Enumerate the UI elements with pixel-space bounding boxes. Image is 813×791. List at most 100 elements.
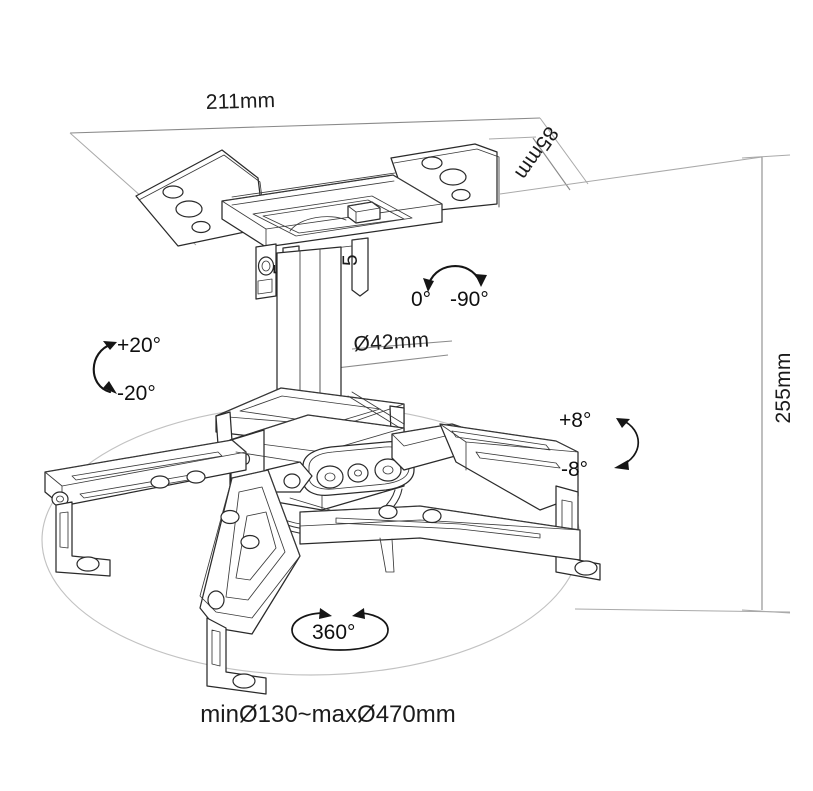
arm-upper-right-slot2 [475,451,561,469]
annotation-rotation-360: 360° [291,608,389,651]
arm-upper-left-top [44,439,247,487]
collar-pivot-pin [257,256,275,276]
rotation-arrow-left [319,608,332,619]
adjustment-hole-right [374,458,402,482]
mount-hole-left-a [162,185,184,199]
label-dim-211: 211mm [205,89,275,114]
plate-lock-tab-top [347,201,381,213]
witness-line-85-bottom [499,156,763,195]
plate-back-rail [231,172,396,198]
label-swivel-minus-90: -90° [450,288,489,311]
arm-upper-left-foot-hole [76,556,100,572]
mount-hole-right-c [451,188,471,202]
spider-arms-group [44,423,601,695]
witness-line-255-bottom-cap [741,609,791,614]
mount-hole-right-b [439,168,467,186]
rotation-arrow-right [352,608,365,619]
ceiling-plate-right-wing-edge [393,148,500,208]
arm-upper-right-slot [451,430,551,451]
rotation-arc-ellipse [291,612,389,651]
locking-tab-right-top [351,237,369,241]
tilt-arrow-bottom [103,381,117,394]
label-tilt-plus-20: +20° [117,334,161,357]
arm-lower-left-foot-slot [211,629,221,667]
yoke-brace-right-2 [347,395,401,429]
tilt-head-assembly [215,387,415,536]
witness-line-211-right [539,117,589,185]
arm-upper-left-foot [55,501,111,577]
label-roll-minus-8: -8° [561,458,588,481]
witness-line-255-bottom [574,608,791,613]
label-swivel-0: 0° [411,288,431,311]
arm-upper-left-screw-a [150,475,170,489]
collar-pivot-pin-inner [261,260,271,272]
collar-slot [257,278,273,295]
ceiling-plate-recess [252,195,413,237]
swivel-arrow-left [423,278,434,292]
mount-hole-left-c [191,220,211,234]
arm-lower-left-pivot [207,590,225,610]
arm-lower-right-rib [379,537,395,573]
mount-hole-left-b [175,200,203,218]
yoke-brace-right [351,391,405,425]
arm-lower-left-top [199,469,301,619]
label-dim-85: 85mm [510,122,563,184]
arm-lower-left-foot [206,617,267,695]
arm-upper-right-main-top [439,423,579,453]
arm-lower-right-top [299,505,581,531]
arm-upper-left-foot-slot [59,511,69,549]
locking-tab-left-top [282,245,300,249]
roll-arrow-top [616,418,630,428]
label-dim-42: Ø42mm [353,328,430,356]
label-rotation-360: 360° [312,621,355,644]
roll-arrow-bottom [614,460,629,470]
arm-lower-right-screw-a [378,504,398,520]
tilt-arc [92,342,114,394]
adjustment-hole-center-bore [354,469,362,477]
swivel-arrow-right [475,274,487,287]
annotation-swivel-0-90: 0° -90° [411,265,489,311]
arm-lower-left-slot2 [235,511,277,581]
hub-strip-a [235,451,301,463]
adjustment-hole-center [347,463,369,483]
arm-lower-left-screw-a [220,509,240,525]
witness-line-255-top-cap [741,154,791,159]
caption-mounting-range: minØ130~maxØ470mm [200,701,455,728]
label-dim-255: 255mm [772,352,795,423]
locking-tab-right-mark: 5 [339,254,362,266]
arm-lower-left-screw-b [240,534,260,550]
cable-notch-arc [289,216,347,232]
arm-lower-right-slot [335,517,541,539]
arm-upper-left [44,439,247,507]
arm-upper-right-foot-hole [574,560,598,576]
hub-strip-b [289,497,331,511]
ceiling-plate-assembly [135,143,500,248]
witness-line-85-top [488,136,537,140]
plate-back-rail-2 [231,180,395,206]
arm-lower-left-slot [225,486,286,601]
tilt-clamp-pivot [283,473,301,489]
label-tilt-minus-20: -20° [117,382,156,405]
label-roll-plus-8: +8° [559,409,591,432]
annotation-tilt-20: +20° -20° [92,334,161,405]
swivel-arc [426,265,482,290]
adjustment-hole-right-bore [382,465,394,475]
arm-upper-left-slot [71,451,223,481]
arm-upper-left-screw-b [186,470,206,484]
mount-hole-right-a [421,156,443,170]
annotation-roll-8: +8° -8° [559,409,639,481]
head-main-housing-top [229,414,405,453]
dimension-line-211 [69,117,541,134]
ceiling-plate-recess-inner [262,199,405,234]
dimension-line-85 [532,137,571,191]
underline-42 [351,340,453,350]
locking-tab-right [351,237,369,297]
arm-lower-left-foot-hole [232,673,256,689]
adjustment-hole-left-bore [324,472,336,482]
ceiling-plate-center-top-face [221,174,443,230]
tilt-arrow-top [103,341,117,350]
adjustment-hole-left [316,465,344,489]
arm-lower-right-screw-b [422,508,442,524]
